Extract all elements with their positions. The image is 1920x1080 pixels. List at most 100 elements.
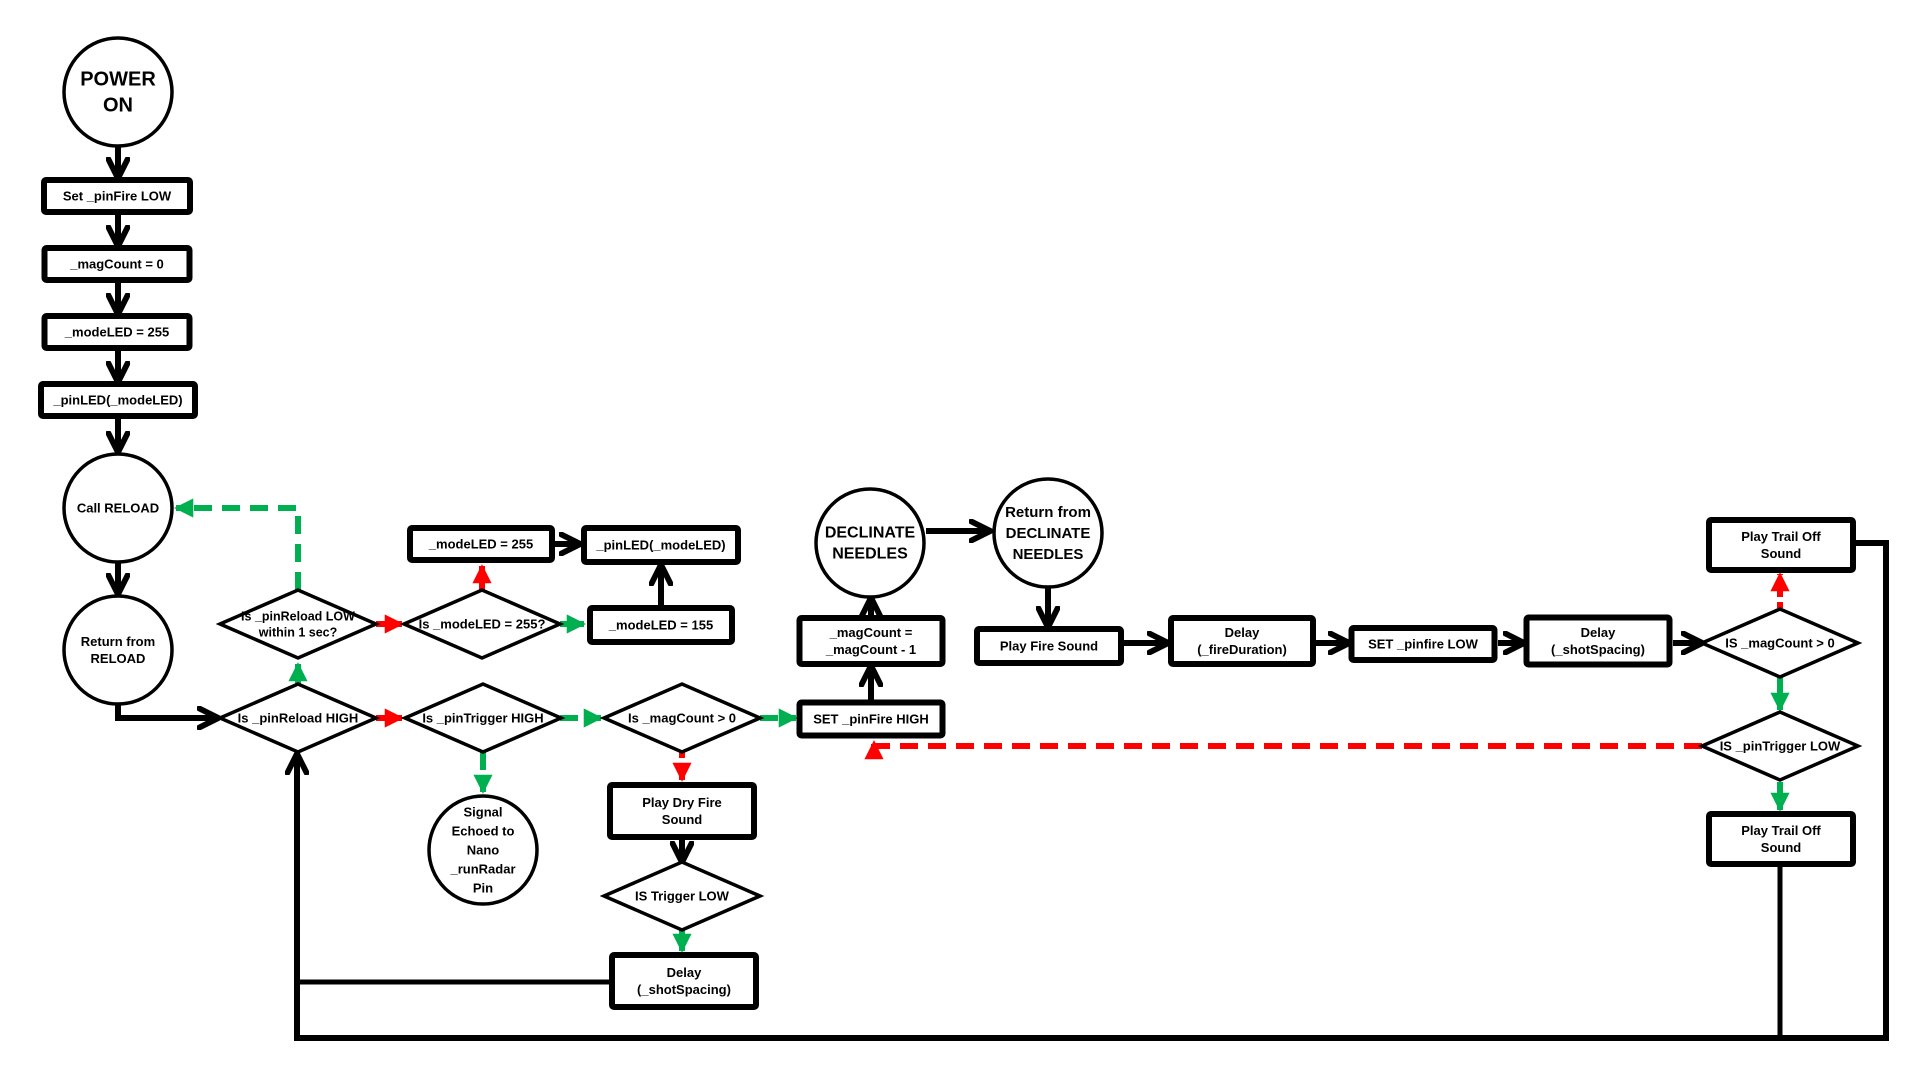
process-box [1168, 615, 1316, 667]
node-label: Sound [662, 812, 702, 827]
node-label: NEEDLES [832, 546, 908, 563]
decision-diamond [215, 682, 381, 754]
node-label: (_shotSpacing) [1551, 642, 1645, 657]
node-call-reload: Call RELOAD [62, 452, 174, 564]
edge-pintriggerlow-no [864, 740, 1702, 760]
node-label: Pin [473, 880, 493, 895]
edge-within1sec-yes [174, 498, 301, 590]
node-delay-shotspacing-b: Delay(_shotSpacing) [1523, 614, 1673, 668]
node-label: _magCount = [829, 625, 913, 640]
process-box [1706, 517, 1856, 573]
node-label: RELOAD [91, 651, 146, 666]
decision-diamond [399, 588, 565, 660]
node-is-pintrigger-high: Is _pinTrigger HIGH [400, 682, 566, 754]
process-box [587, 605, 735, 645]
edge-bottom-loop [297, 756, 1780, 1041]
node-pinled-update: _pinLED(_modeLED) [581, 525, 741, 565]
node-label: Sound [1761, 840, 1801, 855]
node-label: Play Dry Fire [642, 795, 722, 810]
node-label: Is _pinReload HIGH [238, 710, 359, 725]
nodes: POWER ON Set _pinFire LOW _magCount = 0 _mod… [38, 36, 1863, 1010]
process-box [41, 177, 193, 215]
process-box [609, 952, 759, 1010]
node-label: IS _magCount > 0 [1725, 635, 1834, 650]
node-label: _modeLED = 255 [428, 536, 533, 551]
node-label: Is _pinReload LOW [241, 609, 355, 623]
node-label: Return from [81, 634, 155, 649]
node-is-pinreload-low-1sec: Is _pinReload LOW within 1 sec? [215, 588, 381, 660]
terminal-circle [62, 36, 174, 148]
node-label: Nano [467, 842, 500, 857]
node-label: (_fireDuration) [1197, 642, 1287, 657]
node-label: DECLINATE [1006, 525, 1091, 542]
node-is-pintrigger-low: IS _pinTrigger LOW [1697, 710, 1863, 782]
node-label: Echoed to [452, 823, 515, 838]
node-label: Set _pinFire LOW [63, 188, 172, 203]
node-modeled-set-155: _modeLED = 155 [587, 605, 735, 645]
node-label: within 1 sec? [258, 625, 338, 639]
node-label: Is _pinTrigger HIGH [422, 710, 543, 725]
decision-diamond [215, 588, 381, 660]
node-power-on: POWER ON [62, 36, 174, 148]
node-label: _pinLED(_modeLED) [595, 537, 725, 552]
node-label: _runRadar [449, 861, 515, 876]
node-label: ON [103, 94, 133, 116]
node-play-fire-sound: Play Fire Sound [974, 626, 1124, 666]
decision-diamond [400, 682, 566, 754]
process-box [1348, 625, 1498, 663]
terminal-circle [992, 477, 1104, 589]
terminal-circle [62, 594, 174, 706]
node-delay-shotspacing-a: Delay (_shotSpacing) [609, 952, 759, 1010]
node-set-pinfire-low-init: Set _pinFire LOW [41, 177, 193, 215]
node-label: Delay [1225, 625, 1260, 640]
process-box [974, 626, 1124, 666]
node-pinled-init: _pinLED(_modeLED) [38, 381, 198, 419]
process-box [796, 699, 946, 739]
node-label: DECLINATE [825, 525, 916, 542]
terminal-circle [814, 487, 926, 599]
node-is-magcount-gt0-a: Is _magCount > 0 [599, 682, 765, 754]
node-magcount-decrement: _magCount = _magCount - 1 [796, 615, 946, 667]
node-label: Delay [667, 965, 702, 980]
process-box [1706, 811, 1856, 867]
node-magcount-zero: _magCount = 0 [41, 245, 193, 283]
node-set-pinfire-low: SET _pinfire LOW [1348, 625, 1498, 663]
node-label: _modeLED = 255 [64, 324, 169, 339]
node-label: _magCount - 1 [825, 642, 916, 657]
node-label: POWER [80, 68, 156, 90]
decision-diamond [1697, 607, 1863, 679]
process-box [796, 615, 946, 667]
node-label: _magCount = 0 [69, 256, 164, 271]
node-label: Play Trail Off [1741, 823, 1821, 838]
node-modeled-255-init: _modeLED = 255 [41, 313, 193, 351]
terminal-circle [62, 452, 174, 564]
node-label: SET _pinfire LOW [1368, 636, 1479, 651]
edge-return-to-pinreloadhigh [115, 705, 216, 718]
decision-diamond [599, 682, 765, 754]
node-label: _modeLED = 155 [608, 617, 713, 632]
node-label: Is _magCount > 0 [628, 710, 736, 725]
process-box [581, 525, 741, 565]
connectors [115, 147, 1889, 1041]
node-label: SET _pinFire HIGH [813, 711, 929, 726]
node-label: Signal [463, 804, 502, 819]
process-box [41, 245, 193, 283]
process-box [38, 381, 198, 419]
process-box [407, 525, 555, 563]
terminal-circle [427, 794, 539, 906]
decision-diamond [1697, 710, 1863, 782]
node-label: NEEDLES [1013, 546, 1084, 563]
node-is-trigger-low: IS Trigger LOW [599, 860, 765, 932]
node-label: (_shotSpacing) [637, 982, 731, 997]
node-label: Play Trail Off [1741, 529, 1821, 544]
process-box [607, 782, 757, 840]
node-label: Play Fire Sound [1000, 638, 1098, 653]
process-box [41, 313, 193, 351]
decision-diamond [599, 860, 765, 932]
